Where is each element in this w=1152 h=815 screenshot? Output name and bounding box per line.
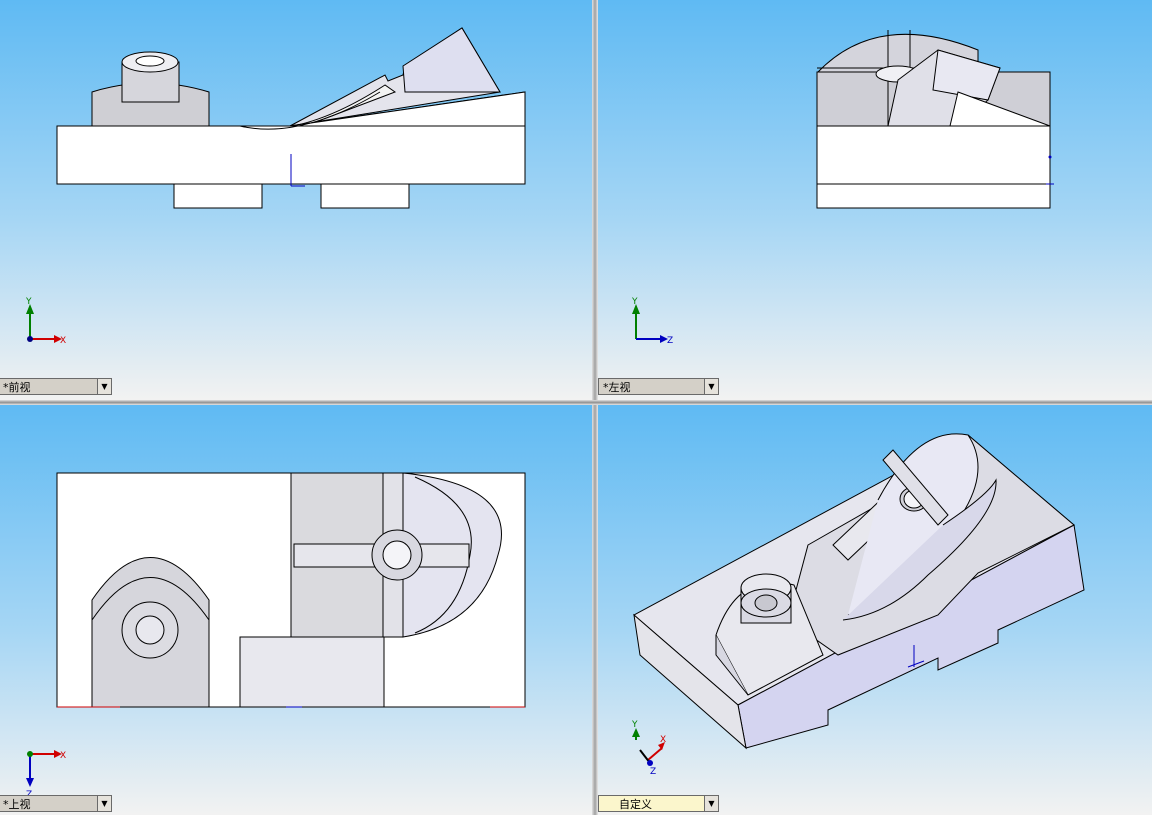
top-viewport[interactable]: X Z (0, 405, 592, 815)
axis-x-label: X (60, 336, 66, 346)
isometric-view-model: Y X Z (631, 433, 1085, 777)
axis-y-label: Y (631, 297, 638, 307)
left-viewport[interactable]: Y Z (598, 0, 1152, 400)
axis-triad-icon: X Z (26, 750, 66, 800)
front-view-model: Y X (25, 27, 526, 346)
top-view-selector[interactable]: *上视 ▼ (0, 795, 112, 812)
top-view-label: *上视 (3, 798, 31, 811)
viewport-vertical-splitter[interactable] (592, 0, 598, 815)
custom-view-label: 自定义 (619, 798, 652, 811)
left-view-selector[interactable]: *左视 ▼ (598, 378, 719, 395)
axis-z-label: Z (650, 767, 656, 777)
front-view-selector[interactable]: *前视 ▼ (0, 378, 112, 395)
left-view-label: *左视 (603, 381, 631, 394)
chevron-down-icon[interactable]: ▼ (97, 796, 111, 811)
top-view-model: X Z (26, 472, 526, 800)
chevron-down-icon[interactable]: ▼ (97, 379, 111, 394)
axis-y-label: Y (631, 720, 638, 730)
axis-z-label: Z (667, 336, 673, 346)
axis-x-label: X (660, 735, 666, 745)
axis-y-label: Y (25, 297, 32, 307)
chevron-down-icon[interactable]: ▼ (704, 379, 718, 394)
custom-view-selector[interactable]: 自定义 ▼ (598, 795, 719, 812)
left-view-model: Y Z (631, 30, 1054, 346)
chevron-down-icon[interactable]: ▼ (704, 796, 718, 811)
axis-triad-icon: Y Z (631, 297, 673, 346)
axis-triad-icon: Y X Z (631, 720, 666, 777)
axis-x-label: X (60, 751, 66, 761)
axis-triad-icon: Y X (25, 297, 66, 346)
front-viewport[interactable]: Y X (0, 0, 592, 400)
viewport-horizontal-splitter[interactable] (0, 400, 1152, 405)
front-view-label: *前视 (3, 381, 31, 394)
custom-viewport[interactable]: Y X Z (598, 405, 1152, 815)
